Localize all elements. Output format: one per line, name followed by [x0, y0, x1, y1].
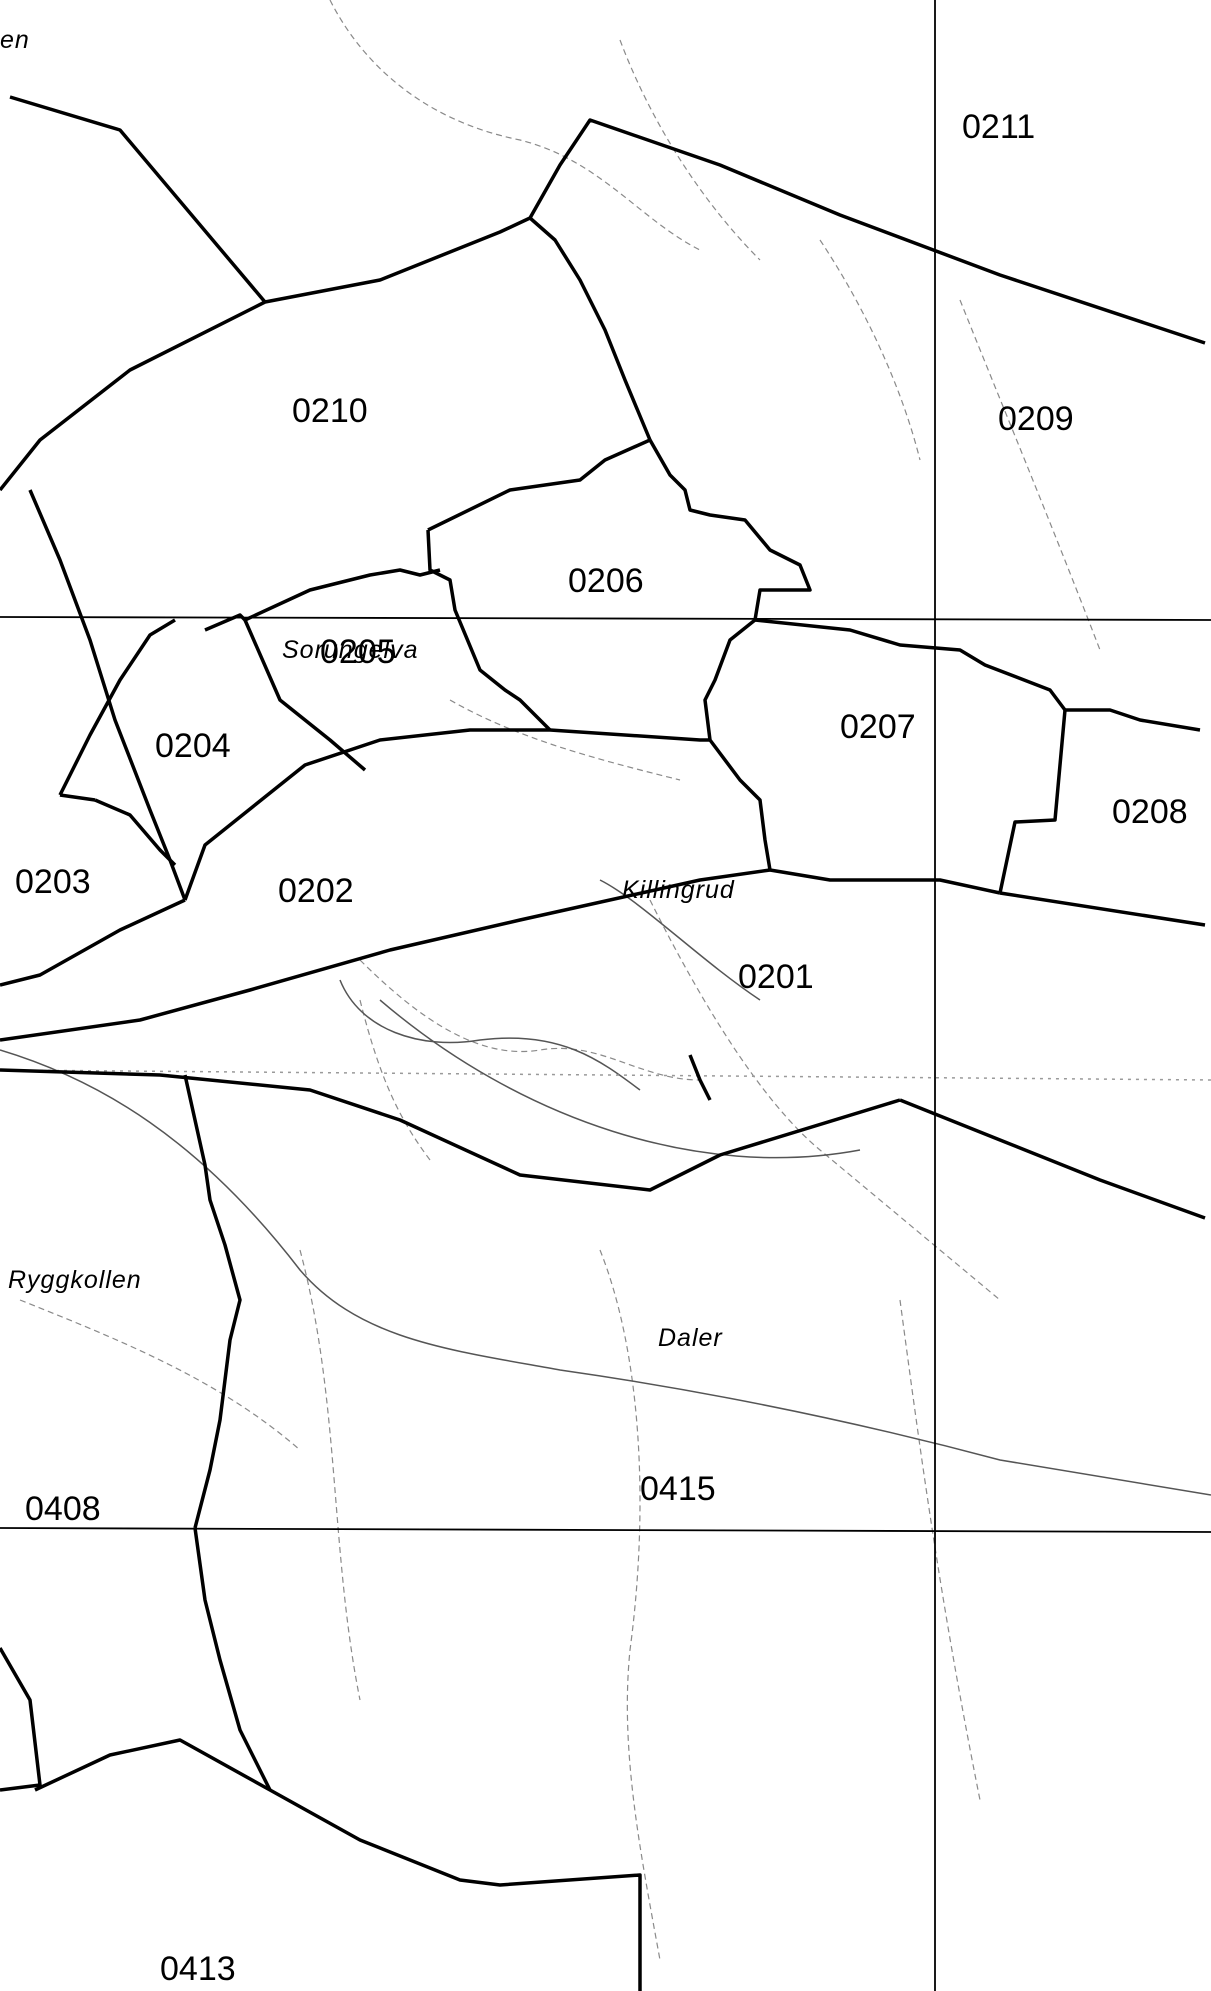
- zone-label-0207: 0207: [840, 708, 916, 746]
- zone-label-0408: 0408: [25, 1490, 101, 1528]
- zone-label-0205: 0205: [320, 633, 396, 671]
- zone-label-0413: 0413: [160, 1950, 236, 1988]
- zone-label-0206: 0206: [568, 562, 644, 600]
- zone-label-0210: 0210: [292, 392, 368, 430]
- zone-label-0415: 0415: [640, 1470, 716, 1508]
- zone-label-0208: 0208: [1112, 793, 1188, 831]
- zone-label-0202: 0202: [278, 872, 354, 910]
- zone-label-0204: 0204: [155, 727, 231, 765]
- zone-label-0211: 0211: [962, 108, 1035, 146]
- river-lines: [0, 879, 1211, 1496]
- place-label-killingrud: Killingrud: [622, 876, 735, 904]
- zone-labels: 0211 0210 0209 0206 0205 0204 0207 0208 …: [15, 108, 1188, 1988]
- place-label-daler: Daler: [658, 1324, 723, 1352]
- zone-boundaries: [0, 95, 1206, 1991]
- place-label-sorungelva: Sorungelva: [282, 636, 418, 664]
- place-label-edge: en: [0, 26, 30, 54]
- place-labels: Sorungelva Killingrud Ryggkollen Daler e…: [0, 26, 735, 1352]
- zone-label-0209: 0209: [998, 400, 1074, 438]
- zone-label-0201: 0201: [738, 958, 814, 996]
- place-label-ryggkollen: Ryggkollen: [8, 1266, 142, 1294]
- zone-label-0203: 0203: [15, 863, 91, 901]
